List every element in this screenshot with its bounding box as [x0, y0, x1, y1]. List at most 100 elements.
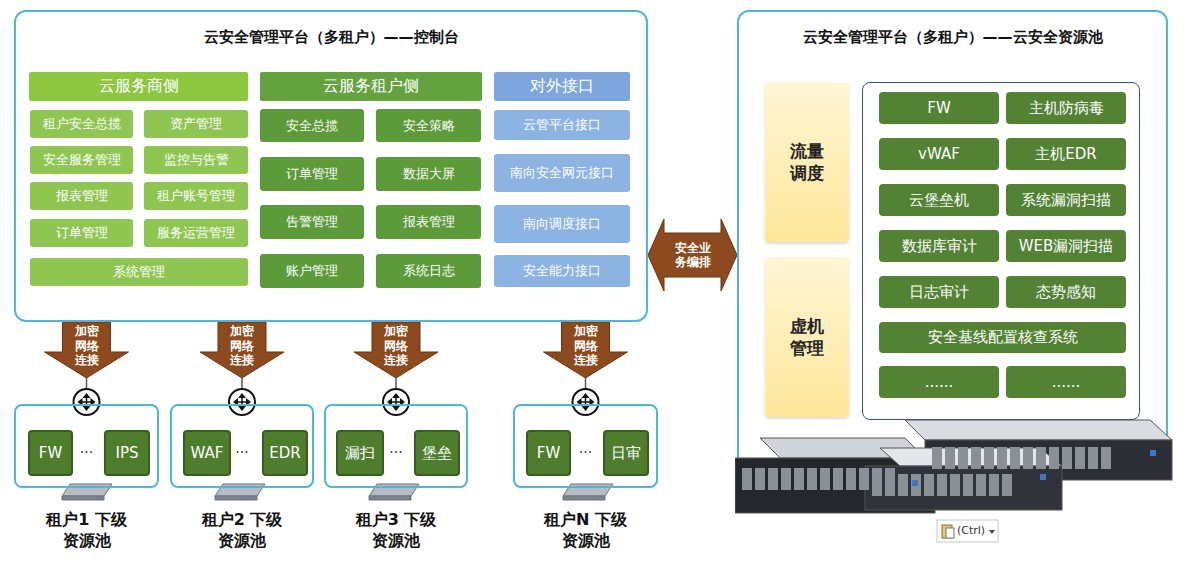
- double-arrow: [648, 219, 737, 291]
- box-label: 日审: [611, 444, 641, 463]
- tenant-pool-title: 租户1 下级资源池: [41, 510, 133, 552]
- function-box: 告警管理: [260, 205, 364, 239]
- security-service-box: WEB漏洞扫描: [1006, 230, 1126, 262]
- function-box: 系统管理: [30, 258, 248, 286]
- box-label: WAF: [191, 444, 224, 462]
- box-label: 租户账号管理: [157, 187, 235, 205]
- security-service-box: 数据库审计: [879, 230, 999, 262]
- down-arrow: [45, 322, 129, 378]
- box-label: 安全总揽: [286, 117, 338, 135]
- router-stroke: [87, 401, 92, 403]
- function-box: 账户管理: [260, 254, 364, 288]
- block-arrow: [544, 322, 628, 415]
- down-arrow: [354, 322, 438, 378]
- box-label: 系统漏洞扫描: [1021, 191, 1111, 210]
- tenant-service-box: EDR: [262, 430, 308, 476]
- security-service-box: 安全基线配置核查系统: [879, 322, 1126, 353]
- scheduler-box: 流量调度: [765, 82, 849, 242]
- box-label: ......: [1052, 373, 1081, 391]
- router-stroke: [242, 401, 247, 403]
- security-service-box: FW: [879, 92, 999, 124]
- box-label: 主机防病毒: [1029, 99, 1104, 118]
- block-arrow: [45, 322, 129, 415]
- down-arrow: [200, 322, 284, 378]
- function-box: 报表管理: [376, 205, 481, 239]
- router-stroke: [391, 401, 396, 403]
- function-box: 订单管理: [260, 157, 364, 191]
- tenant-service-box: FW: [526, 430, 571, 476]
- box-label: 堡垒: [422, 444, 452, 463]
- box-label: EDR: [269, 444, 300, 462]
- connector-label: 加密网络连接: [384, 324, 409, 367]
- function-box: 租户账号管理: [144, 182, 248, 210]
- function-box: 订单管理: [30, 219, 133, 247]
- scheduler-box: 虚机管理: [765, 257, 849, 417]
- function-box: 云管平台接口: [494, 110, 630, 140]
- tenant-service-box: IPS: [104, 430, 150, 476]
- security-service-box: ......: [879, 366, 999, 398]
- tenant-pool-box: ...租户2 下级资源池WAFEDR: [170, 404, 314, 488]
- function-box: 南向安全网元接口: [494, 154, 630, 192]
- tenant-pool-title: 租户N 下级资源池: [540, 510, 632, 552]
- box-label: FW: [927, 99, 950, 117]
- connector-label: 加密网络连接: [573, 324, 598, 367]
- box-label: 云服务商侧: [99, 76, 179, 97]
- tenant-service-box: 堡垒: [414, 430, 460, 476]
- panel-title: 云安全管理平台（多租户）——控制台: [16, 28, 646, 47]
- down-arrow: [544, 322, 628, 378]
- function-box: 安全服务管理: [30, 146, 133, 174]
- security-service-box: 云堡垒机: [879, 184, 999, 216]
- box-label: 安全基线配置核查系统: [928, 328, 1078, 347]
- box-label: 流量调度: [787, 140, 826, 184]
- security-service-box: 系统漏洞扫描: [1006, 184, 1126, 216]
- function-box: 南向调度接口: [494, 205, 630, 243]
- connector-label: 安全业务编排: [674, 241, 711, 270]
- tenant-pool-box: ...租户1 下级资源池FWIPS: [14, 404, 159, 488]
- box-label: 安全策略: [403, 117, 455, 135]
- panel-title: 云安全管理平台（多租户）——云安全资源池: [739, 28, 1166, 47]
- tenant-service-box: WAF: [183, 430, 231, 476]
- box-label: IPS: [116, 444, 139, 462]
- box-label: WEB漏洞扫描: [1019, 237, 1114, 256]
- connector-label: 加密网络连接: [74, 324, 99, 367]
- function-box: 安全策略: [376, 109, 481, 142]
- router-stroke: [581, 401, 586, 403]
- router-stroke: [237, 401, 242, 403]
- block-arrow: [200, 322, 284, 415]
- tenant-service-box: 日审: [603, 430, 649, 476]
- column-header: 对外接口: [494, 72, 630, 101]
- security-service-box: 态势感知: [1006, 276, 1126, 308]
- function-box: 报表管理: [30, 182, 133, 210]
- platform-panel: 云安全管理平台（多租户）——控制台云服务商侧租户安全总揽 资产管理安全服务管理监控…: [14, 10, 648, 322]
- box-label: 订单管理: [286, 165, 338, 183]
- box-label: 虚机管理: [787, 315, 826, 359]
- box-label: 资产管理: [170, 115, 222, 133]
- box-label: 租户安全总揽: [43, 115, 121, 133]
- function-box: 租户安全总揽: [30, 110, 133, 138]
- router-stroke: [586, 401, 591, 403]
- security-service-box: 主机防病毒: [1006, 92, 1126, 124]
- box-label: 对外接口: [530, 76, 594, 97]
- router-icon: [573, 389, 599, 415]
- connector-label: 加密网络连接: [230, 324, 255, 367]
- router-icon: [229, 389, 255, 415]
- function-box: 安全总揽: [260, 109, 364, 142]
- box-label: 云堡垒机: [909, 191, 969, 210]
- paste-options-label: (Ctrl): [957, 524, 985, 537]
- tenant-pool-title: 租户2 下级资源池: [196, 510, 288, 552]
- security-service-box: 主机EDR: [1006, 138, 1126, 170]
- function-box: 监控与告警: [144, 146, 248, 174]
- router-icon: [74, 389, 100, 415]
- tenant-pool-box: ...租户N 下级资源池FW日审: [513, 404, 658, 488]
- security-service-box: ......: [1006, 366, 1126, 398]
- box-label: 数据大屏: [403, 165, 455, 183]
- column-header: 云服务商侧: [29, 72, 248, 101]
- tenant-pool-box: ...租户3 下级资源池漏扫堡垒: [324, 404, 468, 488]
- box-label: 系统日志: [403, 262, 455, 280]
- server-illustration: [735, 415, 1175, 530]
- security-service-box: vWAF: [879, 138, 999, 170]
- box-label: 云服务租户侧: [323, 76, 419, 97]
- function-box: 服务运营管理: [144, 219, 248, 247]
- box-label: 报表管理: [56, 187, 108, 205]
- box-label: 态势感知: [1036, 283, 1096, 302]
